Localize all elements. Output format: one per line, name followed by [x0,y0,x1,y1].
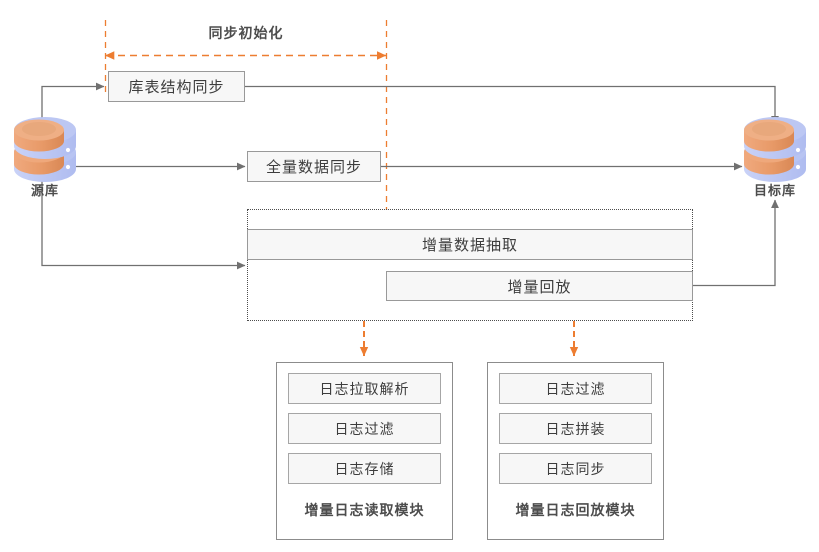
phase-guide-lines [104,20,388,210]
source-db-label: 源库 [30,183,59,198]
module-item-log-filter[interactable]: 日志过滤 [288,413,441,444]
module-item-log-filter-replay[interactable]: 日志过滤 [499,373,652,404]
module-log-replay: 日志过滤 日志拼装 日志同步 增量日志回放模块 [487,362,664,540]
module-link-arrows [359,321,579,357]
module-caption-log-read: 增量日志读取模块 [304,502,425,518]
module-log-read: 日志拉取解析 日志过滤 日志存储 增量日志读取模块 [276,362,453,540]
module-item-log-assemble[interactable]: 日志拼装 [499,413,652,444]
module-item-log-sync[interactable]: 日志同步 [499,453,652,484]
target-db-icon [744,117,806,182]
stage-schema-sync[interactable]: 库表结构同步 [108,71,245,102]
module-caption-log-replay: 增量日志回放模块 [515,502,636,518]
target-db-label: 目标库 [753,183,796,198]
module-item-log-fetch-parse[interactable]: 日志拉取解析 [288,373,441,404]
stage-incremental-extract[interactable]: 增量数据抽取 [247,229,693,260]
target-connectors [245,85,779,287]
phase-label-sync-init: 同步初始化 [208,25,284,41]
source-connectors [41,82,246,270]
incremental-group-frame [247,209,693,321]
stage-full-data-sync[interactable]: 全量数据同步 [247,151,381,182]
module-item-log-storage[interactable]: 日志存储 [288,453,441,484]
source-db-icon [14,117,76,182]
stage-incremental-replay[interactable]: 增量回放 [386,271,693,301]
